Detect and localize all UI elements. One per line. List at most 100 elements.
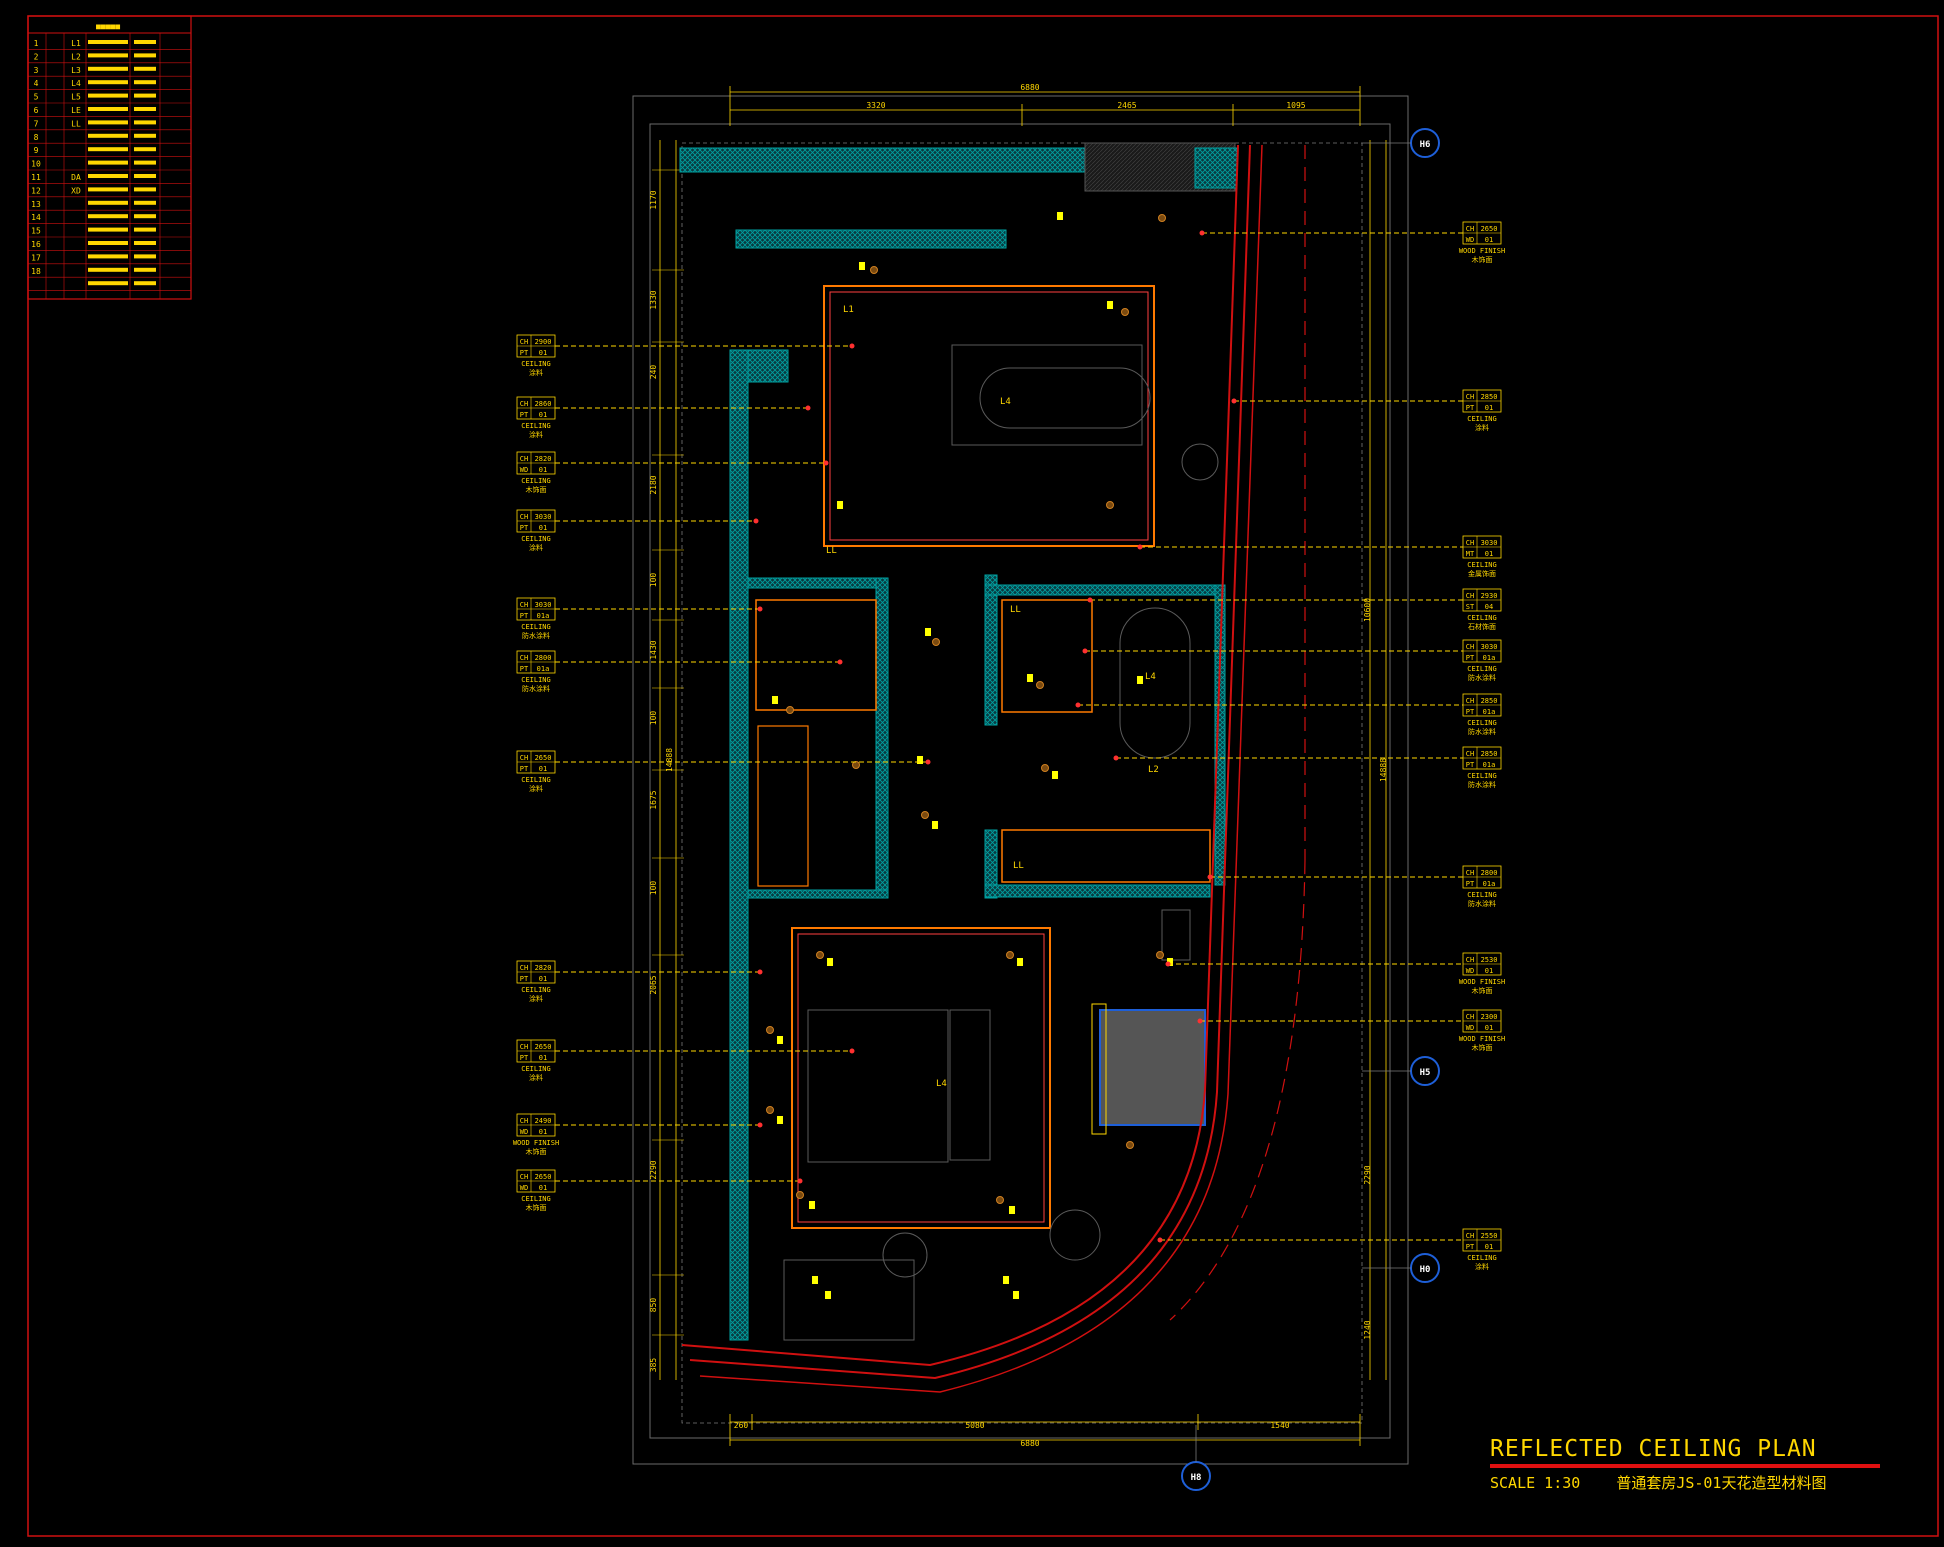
drawing-title: REFLECTED CEILING PLAN: [1490, 1436, 1817, 1462]
tag-en: CEILING: [1467, 614, 1497, 622]
tag-en: WOOD FINISH: [1459, 247, 1505, 255]
section-label: H5: [1420, 1068, 1431, 1078]
legend-row-no: 13: [31, 200, 41, 209]
tag-num: 01: [1485, 967, 1493, 975]
tag-ch-value: 2800: [1481, 869, 1498, 877]
tag-ch-value: 2820: [535, 455, 552, 463]
tag-ch-value: 2530: [1481, 956, 1498, 964]
legend-row-desc: [88, 227, 128, 232]
leader-dot: [1113, 755, 1119, 761]
legend-row-desc: [88, 214, 128, 219]
dim-left-value: 2290: [649, 1160, 658, 1179]
light-marker: [1137, 676, 1143, 684]
ceiling-outlines: [755, 285, 1211, 1229]
wall-top: [679, 147, 1086, 173]
dim-right-3: 2290: [1363, 1165, 1372, 1184]
leader-dot: [925, 759, 931, 765]
room-label: L4: [1145, 672, 1156, 682]
tag-code: PT: [1466, 654, 1475, 662]
tag-cn: 涂料: [1475, 1262, 1489, 1271]
legend-row-no: 12: [31, 186, 41, 195]
tag-code: PT: [520, 612, 529, 620]
dim-bottom-c: 1540: [1270, 1421, 1289, 1430]
dim-left-value: 1675: [649, 790, 658, 809]
tag-code: PT: [520, 411, 529, 419]
title-underline: [1490, 1464, 1880, 1468]
legend-row-code: L4: [71, 79, 81, 88]
tub-oval: [979, 367, 1151, 429]
dim-bottom-b: 5080: [965, 1421, 984, 1430]
legend-row-desc: [88, 254, 128, 259]
legend-row-desc: [88, 187, 128, 192]
tag-ch-value: 2650: [1481, 225, 1498, 233]
legend-row-spec: [134, 254, 156, 259]
tag-code: PT: [1466, 404, 1475, 412]
tag-num: 01: [539, 1054, 547, 1062]
dim-bottom-total: 6880: [1020, 1439, 1039, 1448]
tag-num: 01: [1485, 404, 1493, 412]
wall-left: [729, 349, 749, 1341]
tag-num: 01: [1485, 236, 1493, 244]
legend-row-desc: [88, 160, 128, 165]
tag-num: 01a: [1483, 880, 1496, 888]
legend-row-desc: [88, 174, 128, 178]
tag-cn: 防水涂料: [522, 631, 550, 640]
dimension-top: 6880 3320 2465 1095: [729, 83, 1361, 126]
tag-num: 01: [539, 411, 547, 419]
tag-code: PT: [1466, 708, 1475, 716]
tag-ch-value: 3030: [1481, 643, 1498, 651]
wardrobe-trim: [1091, 1003, 1107, 1135]
tag-en: CEILING: [521, 477, 551, 485]
downlight: [1126, 1141, 1134, 1149]
legend-row-no: 8: [34, 133, 39, 142]
tag-cn: 防水涂料: [1468, 899, 1496, 908]
dim-right-1: 10600: [1363, 598, 1372, 622]
leader-dot: [1075, 702, 1081, 708]
tag-num: 04: [1485, 603, 1493, 611]
light-marker: [925, 628, 931, 636]
tag-ch-value: 2650: [535, 754, 552, 762]
downlight: [1036, 681, 1044, 689]
tag-en: CEILING: [1467, 719, 1497, 727]
dim-top-a: 3320: [866, 101, 885, 110]
dim-left-value: 240: [649, 365, 658, 380]
tag-ch-value: 2490: [535, 1117, 552, 1125]
tag-ch-label: CH: [1466, 539, 1474, 547]
legend-row-code: L1: [71, 39, 81, 48]
tag-num: 01: [539, 466, 547, 474]
tag-code: PT: [1466, 761, 1475, 769]
wall-bath2-left-lower: [984, 829, 998, 899]
tag-ch-label: CH: [520, 654, 528, 662]
light-marker: [1017, 958, 1023, 966]
light-marker: [809, 1201, 815, 1209]
tag-ch-label: CH: [1466, 393, 1474, 401]
tag-ch-label: CH: [520, 455, 528, 463]
section-label: H8: [1191, 1473, 1202, 1483]
bed-living: [951, 344, 1143, 446]
downlight: [852, 761, 860, 769]
tag-cn: 木饰面: [1472, 255, 1493, 264]
leader-dot: [797, 1178, 803, 1184]
legend-row-spec: [134, 281, 156, 286]
wall-top-right: [1194, 147, 1238, 189]
leader-dot: [1082, 648, 1088, 654]
stool-round: [882, 1232, 928, 1278]
tag-cn: 涂料: [529, 994, 543, 1003]
ceiling-bedroom: [791, 927, 1051, 1229]
dim-left-value: 1430: [649, 640, 658, 659]
legend-row-spec: [134, 66, 156, 71]
tag-cn: 木饰面: [526, 1203, 547, 1212]
light-marker: [1009, 1206, 1015, 1214]
downlight: [1006, 951, 1014, 959]
legend-row-spec: [134, 187, 156, 192]
tag-ch-value: 3030: [535, 601, 552, 609]
dim-left-value: 2180: [649, 475, 658, 494]
legend-row-desc: [88, 200, 128, 205]
